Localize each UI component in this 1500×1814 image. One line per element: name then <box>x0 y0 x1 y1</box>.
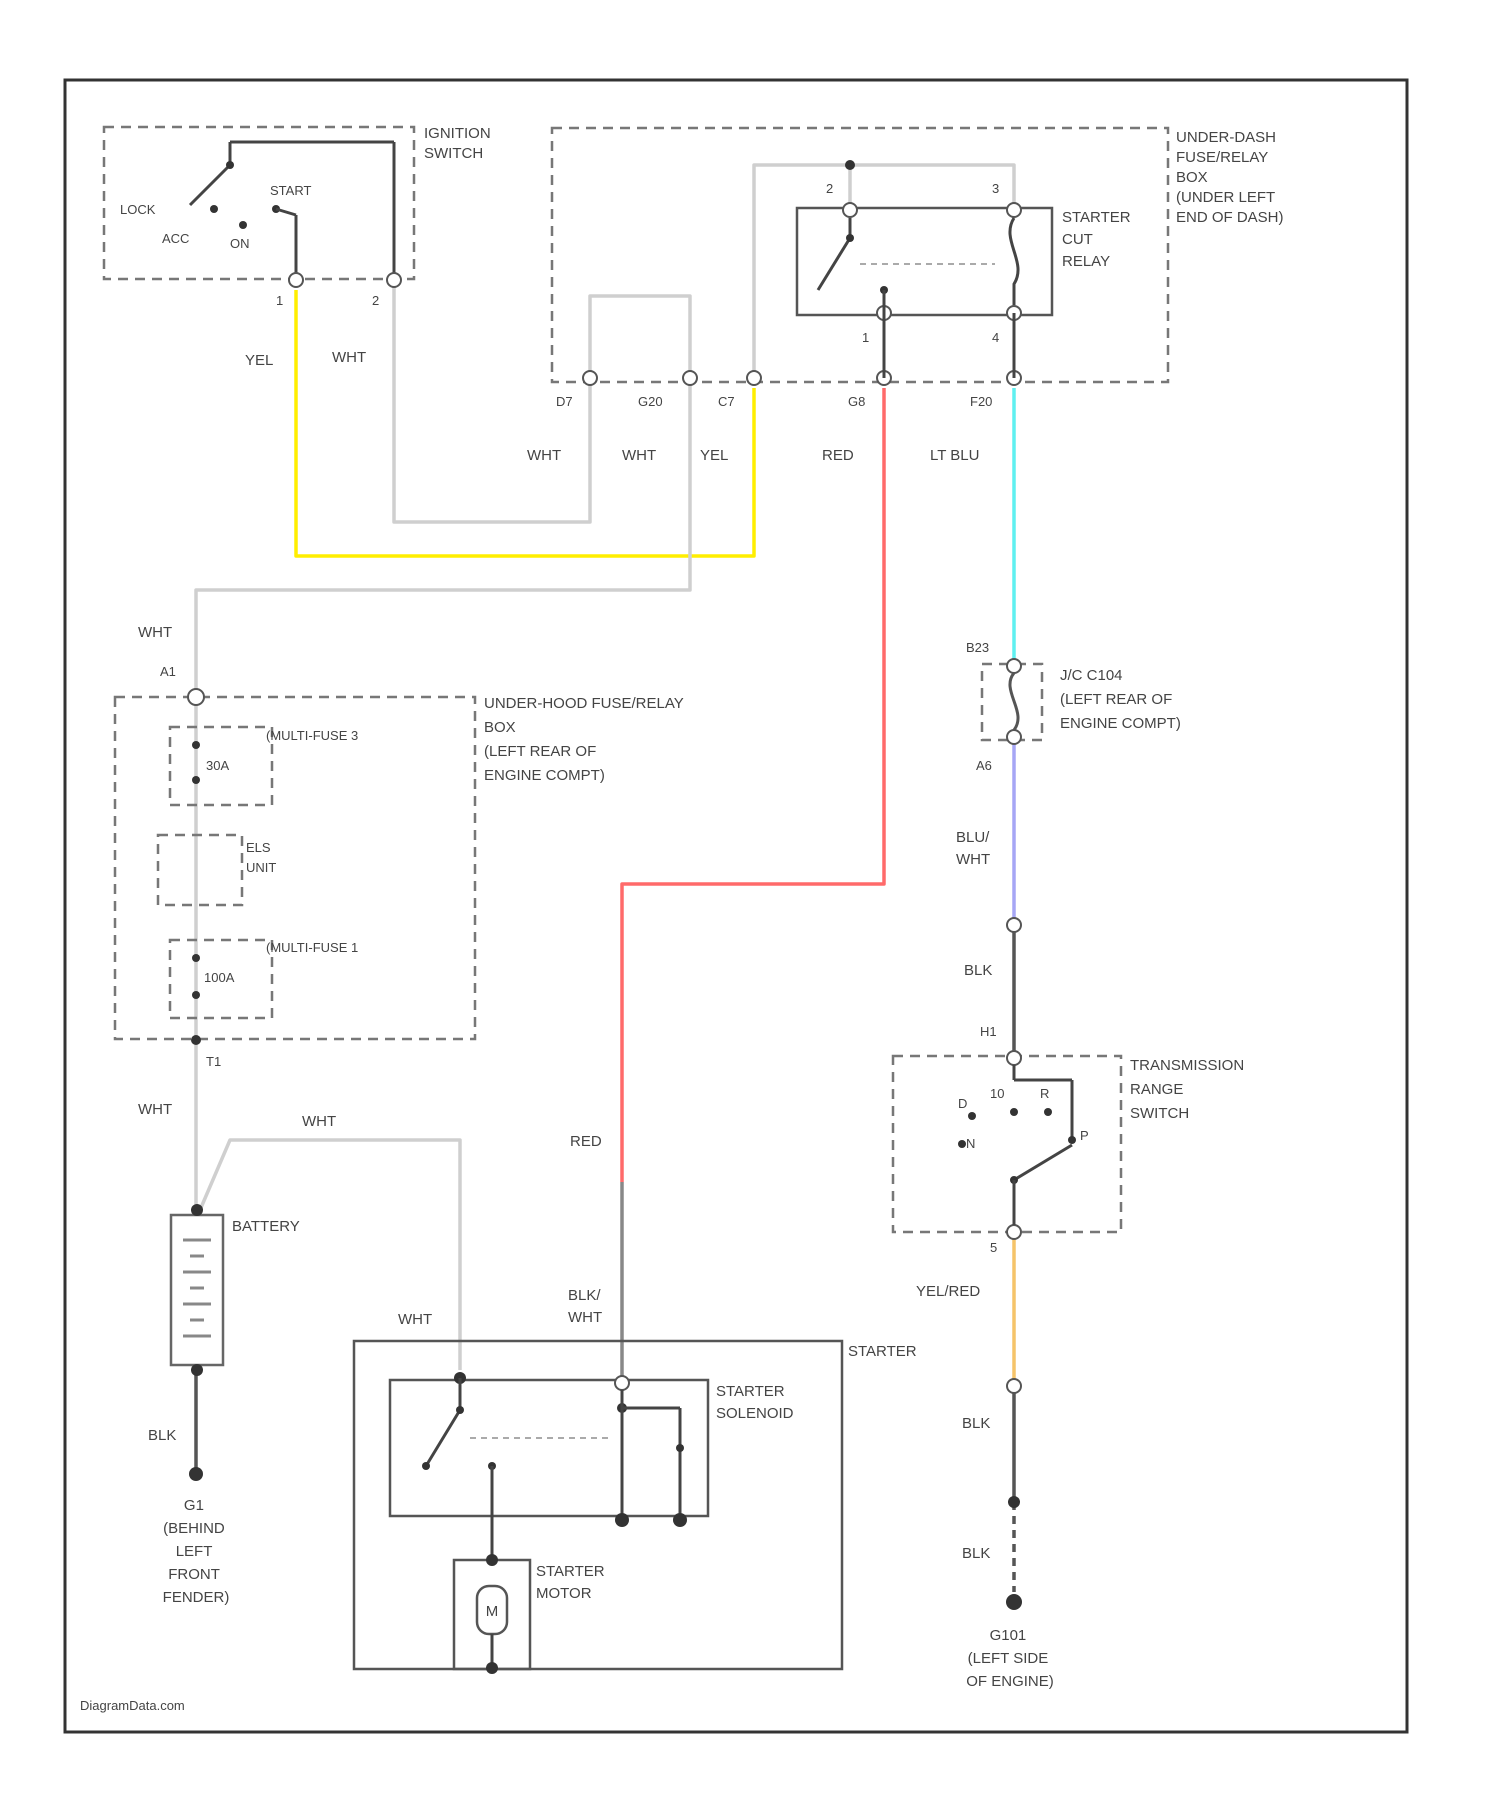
pin-a6: A6 <box>976 758 992 773</box>
wire-label-wht-2: WHT <box>527 447 561 464</box>
pos-lock-label: LOCK <box>120 202 156 217</box>
motor-m-label: M <box>486 1603 499 1620</box>
starter-solenoid-label: STARTER SOLENOID <box>716 1383 794 1422</box>
starter-cut-relay-name: STARTER CUT RELAY <box>1062 209 1135 270</box>
wire-wht-bat <box>200 1140 460 1370</box>
wire-label-blk-wht: BLK/ WHT <box>568 1287 605 1326</box>
relay-pin-4: 4 <box>992 330 999 345</box>
pin-g8: G8 <box>848 394 865 409</box>
wire-label-yel-2: YEL <box>700 447 728 464</box>
wire-label-wht-4: WHT <box>138 624 172 641</box>
pin-c7: C7 <box>718 394 735 409</box>
battery-label: BATTERY <box>232 1218 300 1235</box>
range-pin-10: 10 <box>990 1086 1004 1101</box>
wire-label-blk-2: BLK <box>964 962 992 979</box>
ground-g1-point <box>189 1467 203 1481</box>
wire-label-wht-3: WHT <box>622 447 656 464</box>
pin-a1: A1 <box>160 664 176 679</box>
battery <box>171 1204 223 1376</box>
range-pos-n: N <box>966 1136 975 1151</box>
wire-label-lt-blu: LT BLU <box>930 447 979 464</box>
pin-d7: D7 <box>556 394 573 409</box>
under-hood-name: UNDER-HOOD FUSE/RELAY BOX (LEFT REAR OF … <box>484 695 688 784</box>
els-unit-label: ELS UNIT <box>246 840 276 875</box>
wire-label-red-1: RED <box>822 447 854 464</box>
wire-wht-a1 <box>196 378 690 690</box>
diagram-frame <box>65 80 1407 1732</box>
watermark: DiagramData.com <box>80 1698 185 1713</box>
under-dash-name: UNDER-DASH FUSE/RELAY BOX (UNDER LEFT EN… <box>1176 129 1284 226</box>
wire-label-blk-3: BLK <box>962 1415 990 1432</box>
pin-t1: T1 <box>206 1054 221 1069</box>
jc-connector-label: J/C C104 (LEFT REAR OF ENGINE COMPT) <box>1060 667 1181 732</box>
els-unit <box>158 835 242 905</box>
wire-label-blk-4: BLK <box>962 1545 990 1562</box>
wire-label-wht-5: WHT <box>138 1101 172 1118</box>
starter-label: STARTER <box>848 1343 917 1360</box>
yel-red-connector <box>1007 1379 1021 1393</box>
multi-fuse-1-rating: 100A <box>204 970 235 985</box>
wire-label-red-2: RED <box>570 1133 602 1150</box>
pin-g20: G20 <box>638 394 663 409</box>
wire-yel <box>296 290 754 556</box>
range-switch-label: TRANSMISSION RANGE SWITCH <box>1130 1057 1248 1122</box>
starter-motor-label: STARTER MOTOR <box>536 1563 609 1602</box>
pos-start-label: START <box>270 183 311 198</box>
wire-label-wht-6: WHT <box>302 1113 336 1130</box>
pin-b23: B23 <box>966 640 989 655</box>
transmission-range-switch <box>893 1051 1121 1239</box>
wire-label-yel-1: YEL <box>245 352 273 369</box>
relay-pin-3: 3 <box>992 181 999 196</box>
jc-connector <box>982 659 1042 744</box>
ground-g101-label: G101 (LEFT SIDE OF ENGINE) <box>966 1627 1054 1690</box>
pin-f20: F20 <box>970 394 992 409</box>
range-pos-p: P <box>1080 1128 1089 1143</box>
pos-on-label: ON <box>230 236 250 251</box>
range-pos-d: D <box>958 1096 967 1111</box>
relay-pin-1: 1 <box>862 330 869 345</box>
pin-h1: H1 <box>980 1024 997 1039</box>
range-pin-5: 5 <box>990 1240 997 1255</box>
wire-label-blu-wht: BLU/ WHT <box>956 829 994 868</box>
pos-acc-label: ACC <box>162 231 189 246</box>
wire-label-blk-1: BLK <box>148 1427 176 1444</box>
wire-label-yel-red: YEL/RED <box>916 1283 980 1300</box>
wire-wht-loop <box>590 296 690 378</box>
range-pos-r: R <box>1040 1086 1049 1101</box>
ign-pin-2: 2 <box>372 293 379 308</box>
starter-cut-relay <box>797 203 1052 378</box>
multi-fuse-3-label: (MULTI-FUSE 3 <box>266 728 358 743</box>
wire-label-wht-7: WHT <box>398 1311 432 1328</box>
multi-fuse-1-label: (MULTI-FUSE 1 <box>266 940 358 955</box>
splice-connector <box>1007 918 1021 932</box>
relay-pin-2: 2 <box>826 181 833 196</box>
ground-g1-label: G1 (BEHIND LEFT FRONT FENDER) <box>163 1497 230 1606</box>
wire-label-wht-1: WHT <box>332 349 366 366</box>
g101-splice <box>1008 1496 1020 1508</box>
multi-fuse-3-rating: 30A <box>206 758 229 773</box>
ign-pin-1: 1 <box>276 293 283 308</box>
ground-g101-point <box>1006 1594 1022 1610</box>
